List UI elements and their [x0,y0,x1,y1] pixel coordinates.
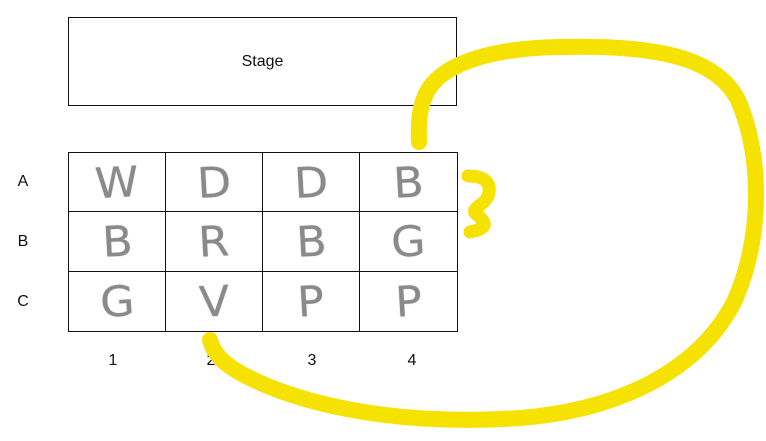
seat-grid: W D D B B R B G G V P P [68,152,458,332]
yellow-bracket-annotation [461,169,496,239]
seat-c2-letter: V [197,276,231,327]
seat-b1: B [69,212,166,272]
seat-a4-letter: B [392,156,425,208]
seat-a3-letter: D [292,156,330,208]
row-label-b: B [17,233,29,250]
seat-c1: G [69,271,166,331]
seat-b2: R [166,212,263,272]
seat-b2-letter: R [197,216,231,267]
row-label-c: C [17,293,29,310]
seat-b4-letter: G [390,216,427,267]
column-label-2: 2 [206,352,216,369]
seat-b1-letter: B [100,216,134,267]
seat-b3-letter: B [294,216,328,267]
seat-c4: P [360,272,457,331]
row-label-a: A [17,173,29,190]
seat-a3: D [263,153,360,213]
stage-box: Stage [68,17,457,106]
seat-a1-letter: W [93,156,141,208]
seat-a1: W [69,153,166,213]
column-label-4: 4 [407,352,417,369]
seat-a2: D [166,153,263,213]
seat-c4-letter: P [393,276,424,327]
seat-b3: B [263,212,360,272]
column-label-3: 3 [307,352,317,369]
seat-b4: G [360,212,457,272]
column-label-1: 1 [108,352,118,369]
seat-a2-letter: D [195,156,233,208]
stage-label: Stage [241,52,284,70]
seat-c3: P [263,271,360,331]
seat-c3-letter: P [296,276,326,327]
seat-a4: B [360,153,457,213]
seat-c1-letter: G [98,275,136,327]
seat-c2: V [166,271,263,331]
